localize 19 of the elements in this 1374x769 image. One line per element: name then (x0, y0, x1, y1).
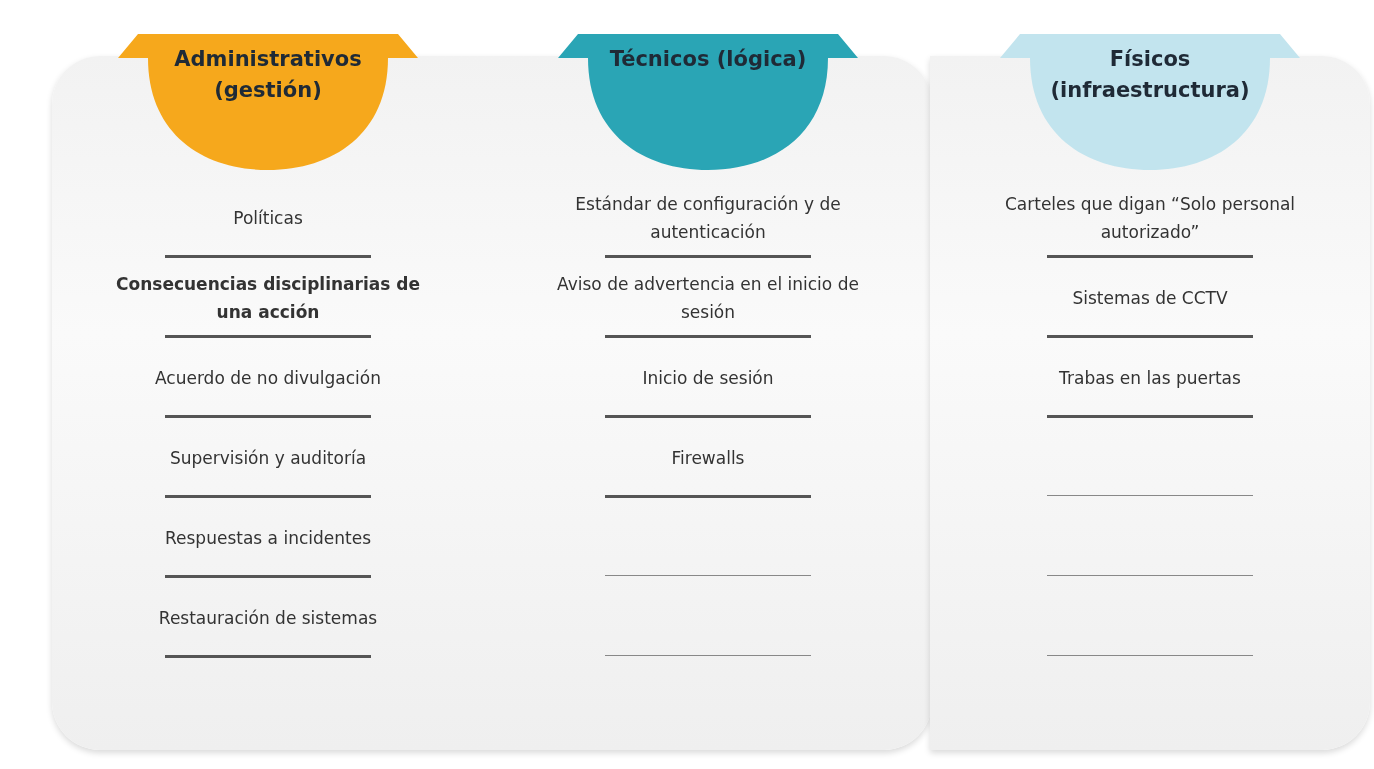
list-item: Carteles que digan “Solo personal autorizado” (1003, 193, 1297, 244)
list-item: Restauración de sistemas (157, 607, 379, 630)
list-item: Acuerdo de no divulgación (154, 367, 382, 390)
list-item: Consecuencias disciplinarias de una acción (115, 273, 421, 324)
tab-title: Físicos (infraestructura) (1050, 46, 1250, 104)
category-tab (118, 34, 418, 170)
list-item: Políticas (232, 207, 304, 230)
list-item: Firewalls (670, 447, 746, 470)
list-item: Sistemas de CCTV (1071, 287, 1229, 310)
list-item: Estándar de configuración y de autenticación (574, 193, 842, 244)
list-item: Supervisión y auditoría (168, 447, 368, 470)
list-item: Respuestas a incidentes (164, 527, 372, 550)
category-tab (558, 34, 858, 170)
list-item: Inicio de sesión (641, 367, 775, 390)
category-tab (1000, 34, 1300, 170)
tab-title: Administrativos (gestión) (173, 46, 363, 104)
list-item: Trabas en las puertas (1058, 367, 1242, 390)
tab-title: Técnicos (lógica) (608, 46, 808, 73)
list-item: Aviso de advertencia en el inicio de sesión (556, 273, 860, 324)
